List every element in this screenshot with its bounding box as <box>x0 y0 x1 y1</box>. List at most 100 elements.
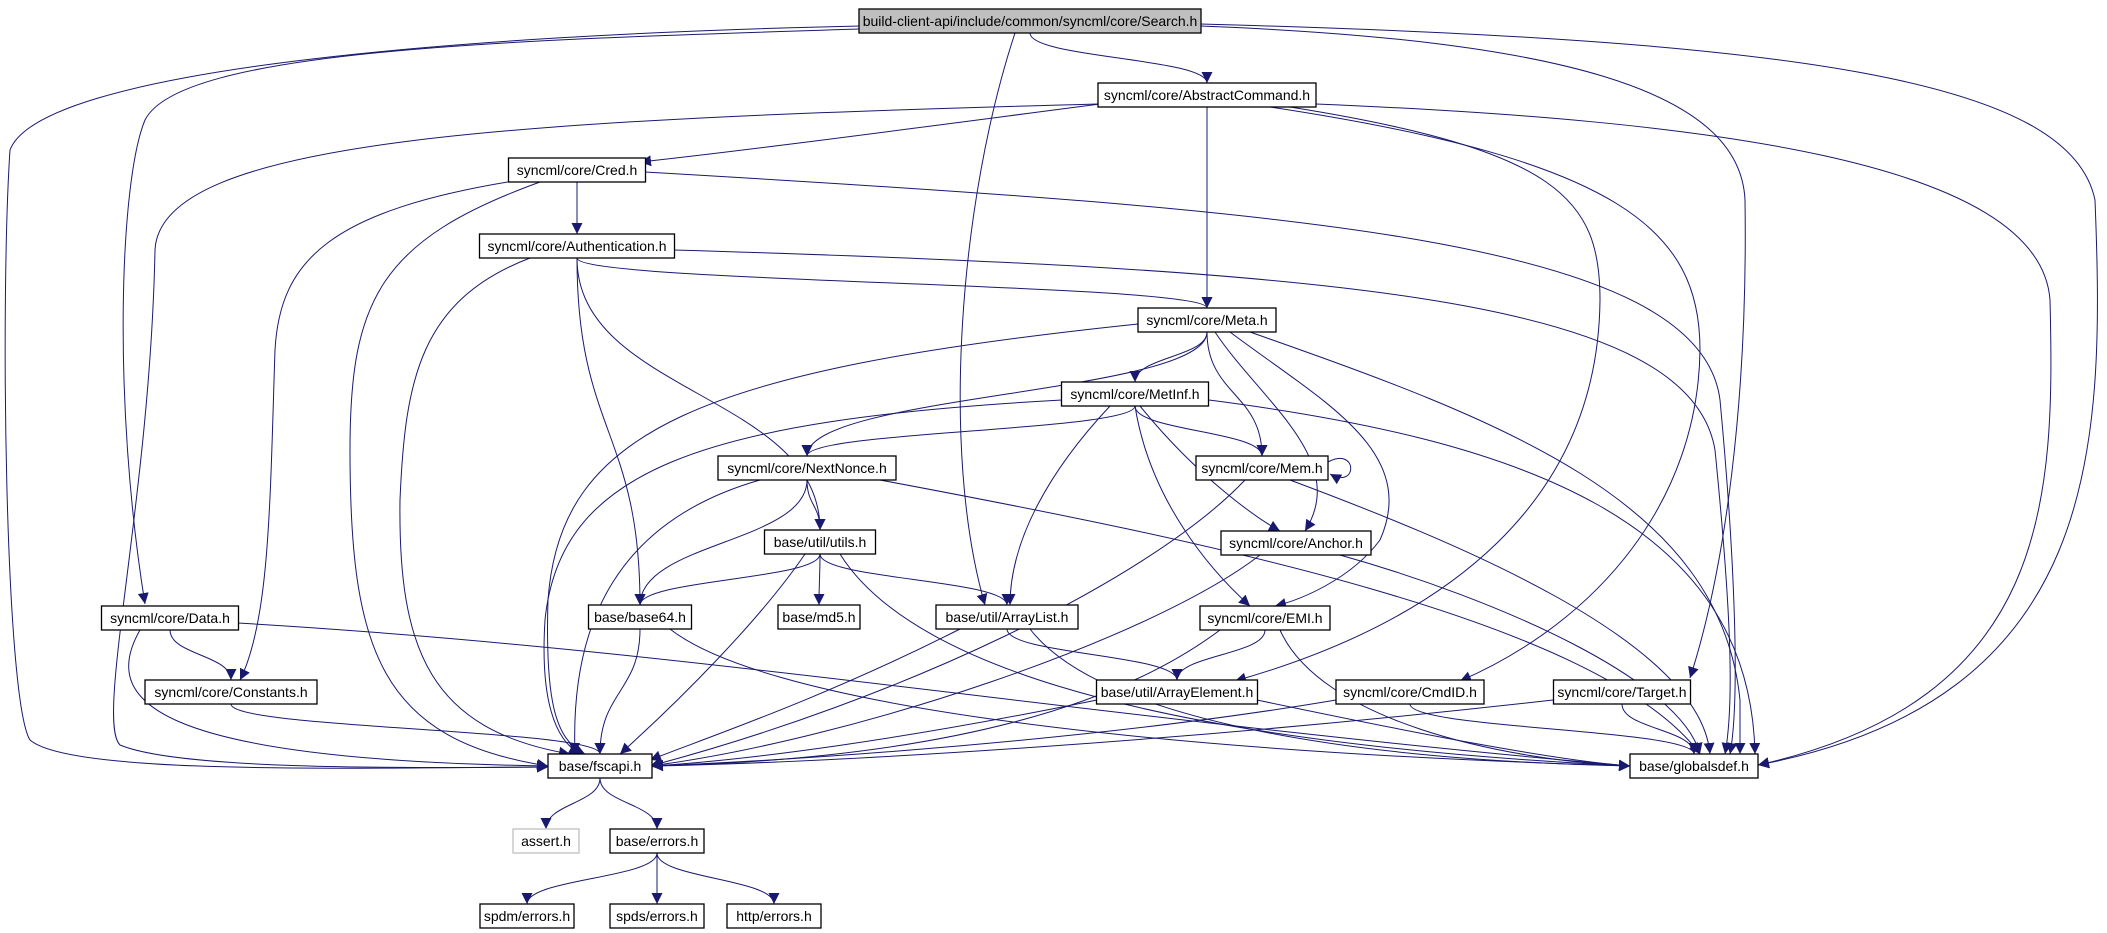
node-search[interactable]: build-client-api/include/common/syncml/c… <box>858 8 1202 34</box>
node-label-fscapi: base/fscapi.h <box>559 758 642 774</box>
edge-metinf-to-mem <box>1134 405 1268 457</box>
node-label-assert: assert.h <box>521 833 571 849</box>
edge-nextnonce-to-fscapi <box>569 479 761 755</box>
node-label-arraylist: base/util/ArrayList.h <box>946 609 1069 625</box>
edge-search-to-arraylist <box>959 32 1016 606</box>
node-box-nextnonce[interactable] <box>717 455 897 481</box>
edge-anchor-to-fscapi <box>649 554 1261 771</box>
edge-cmdid-to-fscapi <box>651 699 1337 772</box>
edge-cred-to-globalsdef <box>644 171 1738 755</box>
edge-utils-to-md5 <box>813 553 825 606</box>
node-label-cred: syncml/core/Cred.h <box>517 162 638 178</box>
node-box-authentication[interactable] <box>478 233 676 259</box>
node-box-constants[interactable] <box>144 679 318 705</box>
node-box-md5[interactable] <box>777 604 861 630</box>
node-data[interactable]: syncml/core/Data.h <box>100 605 240 631</box>
node-box-abstractcommand[interactable] <box>1097 82 1317 108</box>
node-anchor[interactable]: syncml/core/Anchor.h <box>1220 530 1372 556</box>
node-cmdid[interactable]: syncml/core/CmdID.h <box>1335 679 1485 705</box>
edge-cred-to-fscapi <box>349 181 549 770</box>
edge-search-to-abstractcommand <box>1029 32 1213 84</box>
node-box-errors[interactable] <box>609 828 705 854</box>
node-label-nextnonce: syncml/core/NextNonce.h <box>727 460 887 476</box>
edge-search-to-fscapi <box>4 25 861 773</box>
node-box-http[interactable] <box>726 903 822 929</box>
edge-emi-to-globalsdef <box>1279 629 1631 771</box>
edge-meta-to-fscapi <box>547 323 1139 755</box>
edge-errors-to-http <box>656 852 780 905</box>
header-nodes: build-client-api/include/common/syncml/c… <box>100 8 1759 929</box>
node-metinf[interactable]: syncml/core/MetInf.h <box>1060 381 1210 407</box>
node-box-metinf[interactable] <box>1060 381 1210 407</box>
node-cred[interactable]: syncml/core/Cred.h <box>507 157 647 183</box>
edge-utils-to-fscapi <box>619 553 806 755</box>
node-spds[interactable]: spds/errors.h <box>609 903 705 929</box>
node-box-arrayelement[interactable] <box>1095 679 1259 705</box>
node-box-fscapi[interactable] <box>547 753 653 779</box>
node-box-spdm[interactable] <box>479 903 575 929</box>
node-authentication[interactable]: syncml/core/Authentication.h <box>478 233 676 259</box>
edge-data-to-fscapi <box>128 629 549 772</box>
edge-metinf-to-emi <box>1134 405 1251 607</box>
edge-arraylist-to-fscapi <box>649 628 961 762</box>
edge-authentication-to-utils <box>576 257 826 531</box>
edge-meta-to-mem <box>1206 331 1268 457</box>
edge-meta-to-nextnonce <box>801 331 1208 457</box>
edge-utils-to-arraylist <box>819 553 1013 606</box>
node-box-data[interactable] <box>100 605 240 631</box>
node-box-meta[interactable] <box>1137 307 1277 333</box>
node-meta[interactable]: syncml/core/Meta.h <box>1137 307 1277 333</box>
edge-abstractcommand-to-fscapi <box>113 103 1099 773</box>
node-nextnonce[interactable]: syncml/core/NextNonce.h <box>717 455 897 481</box>
node-emi[interactable]: syncml/core/EMI.h <box>1199 605 1331 631</box>
node-box-arraylist[interactable] <box>935 604 1079 630</box>
edge-authentication-to-globalsdef <box>673 249 1733 755</box>
node-box-anchor[interactable] <box>1220 530 1372 556</box>
edge-abstractcommand-to-cmdid <box>1269 106 1701 682</box>
edge-base64-to-fscapi <box>594 628 641 755</box>
edge-mem-to-mem <box>1327 458 1352 485</box>
edge-cmdid-to-globalsdef <box>1409 703 1700 755</box>
node-box-emi[interactable] <box>1199 605 1331 631</box>
edge-abstractcommand-to-arrayelement <box>1234 106 1601 684</box>
node-arrayelement[interactable]: base/util/ArrayElement.h <box>1095 679 1259 705</box>
node-box-base64[interactable] <box>587 604 693 630</box>
edge-metinf-to-arraylist <box>1004 405 1111 606</box>
node-md5[interactable]: base/md5.h <box>777 604 861 630</box>
node-box-assert[interactable] <box>512 828 580 854</box>
edge-utils-to-globalsdef <box>839 553 1631 771</box>
node-globalsdef[interactable]: base/globalsdef.h <box>1629 753 1759 779</box>
node-spdm[interactable]: spdm/errors.h <box>479 903 575 929</box>
node-errors[interactable]: base/errors.h <box>609 828 705 854</box>
node-box-globalsdef[interactable] <box>1629 753 1759 779</box>
node-http[interactable]: http/errors.h <box>726 903 822 929</box>
node-box-utils[interactable] <box>763 529 877 555</box>
node-box-cred[interactable] <box>507 157 647 183</box>
edge-nextnonce-to-base64 <box>634 479 808 606</box>
edge-metinf-to-nextnonce <box>801 405 1136 457</box>
edge-authentication-to-meta <box>576 257 1213 309</box>
node-label-cmdid: syncml/core/CmdID.h <box>1343 684 1477 700</box>
node-label-base64: base/base64.h <box>594 609 686 625</box>
edge-metinf-to-anchor <box>1139 405 1281 532</box>
edge-meta-to-emi <box>1229 331 1390 609</box>
node-abstractcommand[interactable]: syncml/core/AbstractCommand.h <box>1097 82 1317 108</box>
node-box-target[interactable] <box>1552 679 1692 705</box>
edge-target-to-fscapi <box>651 699 1554 772</box>
node-box-mem[interactable] <box>1195 455 1329 481</box>
node-target[interactable]: syncml/core/Target.h <box>1552 679 1692 705</box>
node-constants[interactable]: syncml/core/Constants.h <box>144 679 318 705</box>
node-box-spds[interactable] <box>609 903 705 929</box>
node-label-md5: base/md5.h <box>782 609 855 625</box>
node-box-search[interactable] <box>858 8 1202 34</box>
node-arraylist[interactable]: base/util/ArrayList.h <box>935 604 1079 630</box>
node-mem[interactable]: syncml/core/Mem.h <box>1195 455 1329 481</box>
node-fscapi[interactable]: base/fscapi.h <box>547 753 653 779</box>
node-label-spds: spds/errors.h <box>616 908 698 924</box>
node-base64[interactable]: base/base64.h <box>587 604 693 630</box>
edge-arrayelement-to-fscapi <box>651 699 1098 771</box>
node-utils[interactable]: base/util/utils.h <box>763 529 877 555</box>
node-box-cmdid[interactable] <box>1335 679 1485 705</box>
node-assert[interactable]: assert.h <box>512 828 580 854</box>
